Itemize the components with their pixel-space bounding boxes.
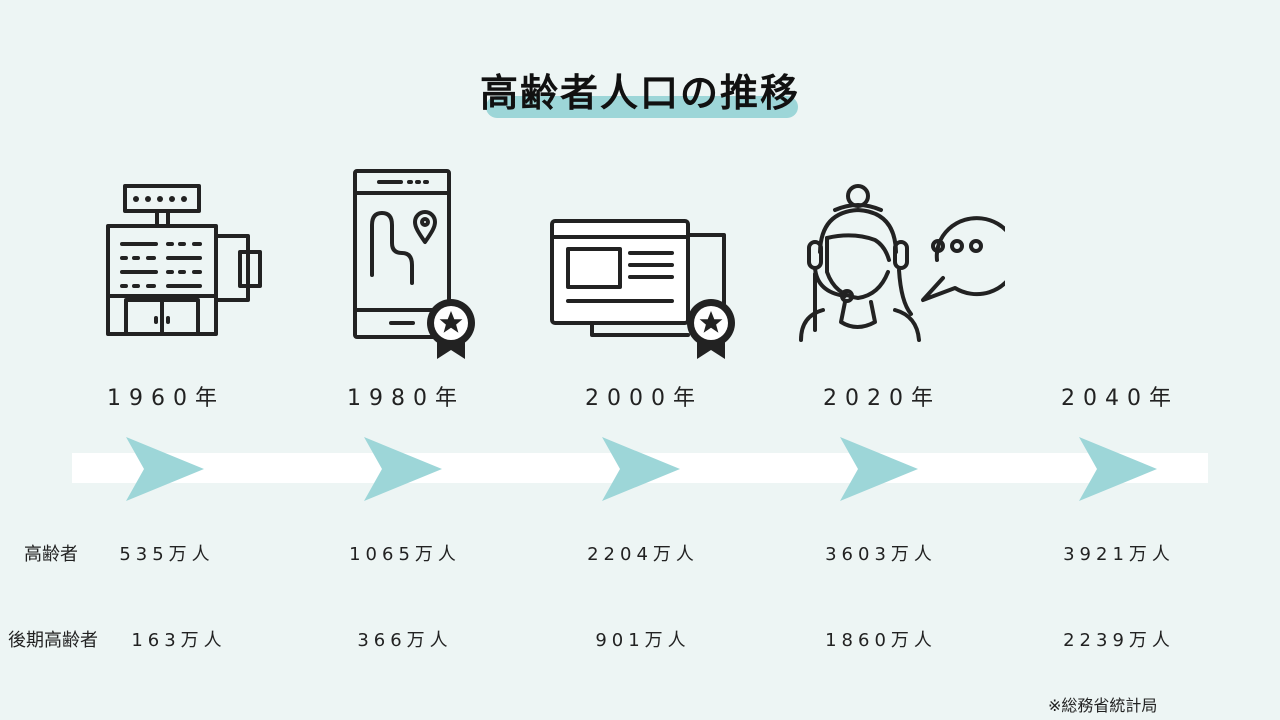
late-elderly-value-2040: 2239万人 xyxy=(1063,630,1175,651)
elderly-value-1960: 535万人 xyxy=(119,544,215,565)
year-label-2020: 2020年 xyxy=(823,386,941,411)
elderly-value-2040: 3921万人 xyxy=(1063,544,1175,565)
browser-window-icon xyxy=(548,215,748,365)
late-elderly-value-1980: 366万人 xyxy=(357,630,453,651)
late-elderly-value-2020: 1860万人 xyxy=(825,630,937,651)
late-elderly-value-2000: 901万人 xyxy=(595,630,691,651)
title-highlight xyxy=(486,96,798,118)
year-label-2040: 2040年 xyxy=(1061,386,1179,411)
timeline-arrow-icon xyxy=(840,437,918,501)
row-label-elderly: 高齢者 xyxy=(24,544,78,565)
year-label-2000: 2000年 xyxy=(585,386,703,411)
smartphone-map-icon xyxy=(345,165,485,365)
timeline-arrow-icon xyxy=(1079,437,1157,501)
timeline-arrow-icon xyxy=(364,437,442,501)
elderly-value-2000: 2204万人 xyxy=(587,544,699,565)
hotel-icon xyxy=(100,180,270,340)
page-title: 高齢者人口の推移 xyxy=(479,71,800,115)
source-note: ※総務省統計局 xyxy=(1048,696,1158,715)
timeline-arrow-icon xyxy=(126,437,204,501)
row-label-late-elderly: 後期高齢者 xyxy=(8,630,98,651)
elderly-value-2020: 3603万人 xyxy=(825,544,937,565)
elderly-value-1980: 1065万人 xyxy=(349,544,461,565)
title-block: 高齢者人口の推移 xyxy=(0,60,1280,120)
timeline-arrow-icon xyxy=(602,437,680,501)
support-agent-icon xyxy=(795,180,1005,350)
year-label-1980: 1980年 xyxy=(347,386,465,411)
late-elderly-value-1960: 163万人 xyxy=(131,630,227,651)
year-label-1960: 1960年 xyxy=(107,386,225,411)
